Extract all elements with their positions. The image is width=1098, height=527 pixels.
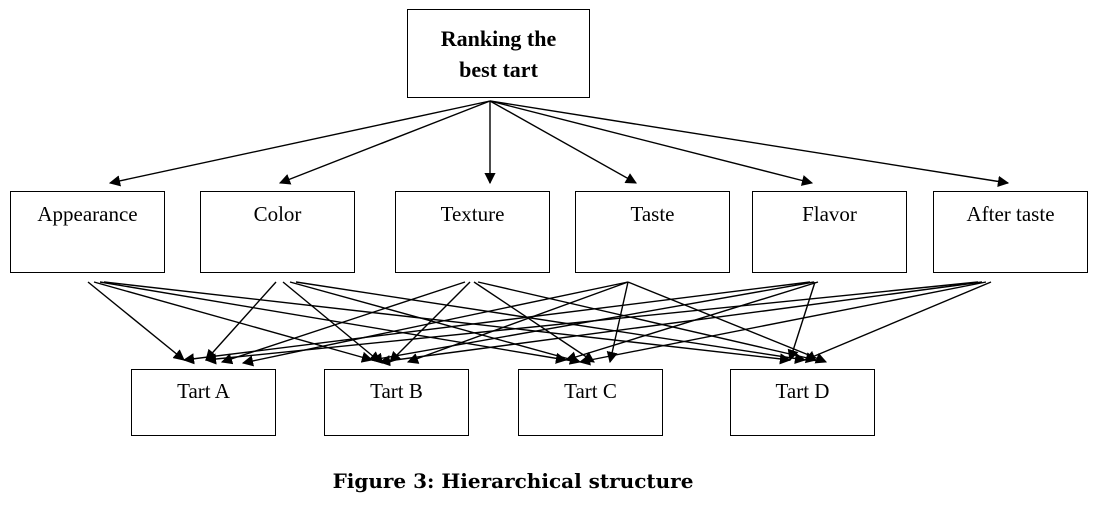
criterion-to-alternative-arrow	[578, 281, 987, 366]
criterion-box-after-taste: After taste	[933, 191, 1088, 273]
alternative-box-tart-a: Tart A	[131, 369, 276, 436]
criterion-to-alternative-arrow	[295, 281, 807, 365]
alternative-label: Tart C	[564, 379, 617, 403]
criterion-box-appearance: Appearance	[10, 191, 165, 273]
criterion-box-taste: Taste	[575, 191, 730, 273]
alternative-label: Tart D	[775, 379, 830, 403]
criterion-to-alternative-arrow	[803, 281, 992, 362]
figure-caption: Figure 3: Hierarchical structure	[332, 469, 694, 493]
criterion-label: Color	[253, 202, 302, 226]
criterion-to-alternative-arrow	[378, 281, 983, 367]
goal-to-criterion-arrow	[489, 100, 814, 186]
criterion-to-alternative-arrow	[787, 281, 816, 362]
criterion-to-alternative-arrow	[627, 281, 828, 364]
goal-to-criterion-arrow	[489, 100, 637, 184]
alternative-label: Tart B	[370, 379, 423, 403]
alternative-box-tart-c: Tart C	[518, 369, 663, 436]
alternative-label: Tart A	[177, 379, 230, 403]
criterion-to-alternative-arrow	[103, 281, 792, 365]
criterion-to-alternative-arrow	[473, 281, 595, 363]
criterion-to-alternative-arrow	[205, 281, 277, 361]
criterion-to-alternative-arrow	[220, 281, 466, 365]
criterion-to-alternative-arrow	[182, 281, 811, 365]
criterion-to-alternative-arrow	[282, 281, 381, 363]
alternative-box-tart-d: Tart D	[730, 369, 875, 436]
criterion-box-color: Color	[200, 191, 355, 273]
criterion-label: Appearance	[37, 202, 138, 226]
criterion-label: Texture	[440, 202, 505, 226]
criterion-label: Flavor	[802, 202, 857, 226]
criterion-box-flavor: Flavor	[752, 191, 907, 273]
criterion-label: After taste	[966, 202, 1055, 226]
criterion-to-alternative-arrow	[477, 281, 818, 364]
alternative-box-tart-b: Tart B	[324, 369, 469, 436]
criterion-to-alternative-arrow	[93, 281, 374, 363]
criterion-to-alternative-arrow	[389, 281, 471, 363]
criterion-to-alternative-arrow	[87, 281, 185, 361]
goal-box: Ranking the best tart	[407, 9, 590, 98]
goal-to-criterion-arrow	[489, 100, 1010, 187]
criterion-label: Taste	[630, 202, 675, 226]
goal-to-criterion-arrow	[108, 100, 491, 187]
criterion-to-alternative-arrow	[204, 281, 979, 365]
criterion-to-alternative-arrow	[406, 281, 629, 364]
criterion-box-texture: Texture	[395, 191, 550, 273]
goal-to-criterion-arrow	[278, 100, 491, 185]
criterion-to-alternative-arrow	[606, 281, 629, 364]
goal-label: Ranking the best tart	[440, 25, 557, 82]
